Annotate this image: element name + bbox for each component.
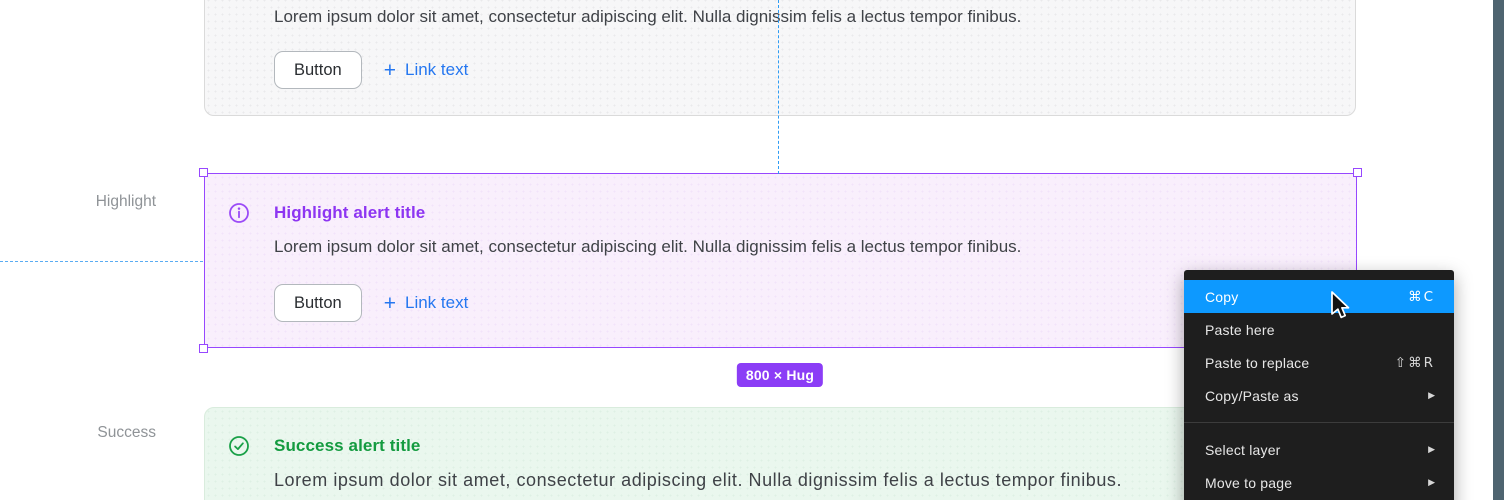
- menu-item-paste-here[interactable]: Paste here: [1184, 313, 1454, 346]
- info-circle-icon: [228, 202, 250, 224]
- check-circle-icon: [228, 435, 250, 457]
- menu-item-label: Copy: [1205, 288, 1239, 305]
- alert-body-text: Lorem ipsum dolor sit amet, consectetur …: [274, 237, 1022, 256]
- submenu-arrow-icon: ▶: [1428, 390, 1435, 401]
- menu-item-label: Paste here: [1205, 321, 1275, 338]
- alert-link-label: Link text: [404, 60, 469, 79]
- plus-icon: +: [383, 58, 396, 82]
- menu-item-move-to-page[interactable]: Move to page ▶: [1184, 466, 1454, 499]
- right-panel-strip: [1493, 0, 1504, 500]
- alert-card-success[interactable]: Success alert title Lorem ipsum dolor si…: [204, 407, 1357, 500]
- canvas-label-highlight: Highlight: [95, 193, 156, 210]
- alert-button[interactable]: Button: [274, 51, 362, 89]
- canvas-label-success: Success: [97, 424, 156, 441]
- menu-item-paste-to-replace[interactable]: Paste to replace ⇧⌘R: [1184, 346, 1454, 379]
- context-menu: Copy ⌘C Paste here Paste to replace ⇧⌘R …: [1184, 270, 1454, 500]
- alert-button[interactable]: Button: [274, 284, 362, 322]
- selection-handle-top-right[interactable]: [1353, 168, 1362, 177]
- alert-link[interactable]: + Link text: [384, 60, 469, 81]
- alert-card-highlight[interactable]: Highlight alert title Lorem ipsum dolor …: [199, 168, 1362, 353]
- menu-item-label: Move to page: [1205, 474, 1293, 491]
- alert-link-label: Link text: [404, 293, 469, 312]
- selection-size-badge: 800 × Hug: [736, 363, 824, 387]
- menu-item-shortcut: ⇧⌘R: [1394, 354, 1435, 371]
- alert-actions: Button + Link text: [274, 51, 468, 89]
- menu-item-label: Paste to replace: [1205, 354, 1310, 371]
- alert-link[interactable]: + Link text: [384, 293, 469, 314]
- menu-item-shortcut: ⌘C: [1408, 288, 1435, 305]
- selection-handle-bottom-left[interactable]: [199, 344, 208, 353]
- alert-body-text: Lorem ipsum dolor sit amet, consectetur …: [274, 7, 1022, 26]
- menu-item-label: Select layer: [1205, 441, 1281, 458]
- alert-title: Highlight alert title: [274, 203, 426, 222]
- alert-title: Success alert title: [274, 436, 421, 455]
- submenu-arrow-icon: ▶: [1428, 477, 1435, 488]
- menu-item-label: Copy/Paste as: [1205, 387, 1299, 404]
- alert-card-neutral[interactable]: Lorem ipsum dolor sit amet, consectetur …: [204, 0, 1356, 116]
- alert-body-text: Lorem ipsum dolor sit amet, consectetur …: [274, 470, 1122, 490]
- vertical-guide-line: [778, 0, 779, 174]
- submenu-arrow-icon: ▶: [1428, 444, 1435, 455]
- menu-item-copy-paste-as[interactable]: Copy/Paste as ▶: [1184, 379, 1454, 412]
- selection-handle-top-left[interactable]: [199, 168, 208, 177]
- menu-item-copy[interactable]: Copy ⌘C: [1184, 280, 1454, 313]
- menu-item-select-layer[interactable]: Select layer ▶: [1184, 433, 1454, 466]
- menu-separator: [1184, 422, 1454, 423]
- alert-actions: Button + Link text: [274, 284, 468, 322]
- plus-icon: +: [383, 291, 396, 315]
- horizontal-guide-line: [0, 261, 203, 262]
- cursor-pointer-icon: [1328, 289, 1350, 324]
